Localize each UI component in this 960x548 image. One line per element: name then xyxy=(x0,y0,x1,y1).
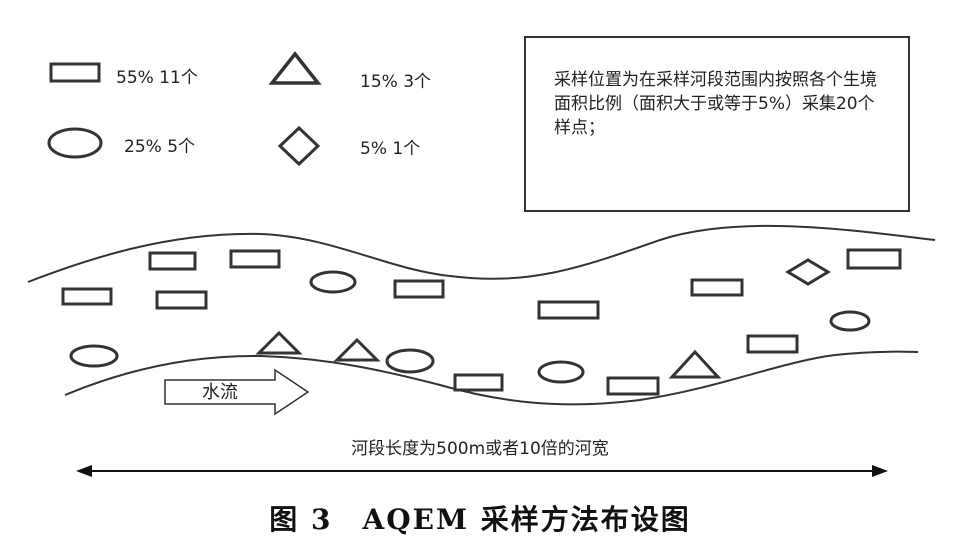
sample-triangle xyxy=(333,337,381,362)
length-label: 河段长度为500m或者10倍的河宽 xyxy=(351,439,609,459)
sample-ellipse xyxy=(537,360,585,384)
legend-diamond-icon xyxy=(277,125,321,167)
sample-rect xyxy=(537,300,600,320)
arrow-icon xyxy=(164,368,310,416)
note-text: 采样位置为在采样河段范围内按照各个生境面积比例（面积大于或等于5%）采集20个样… xyxy=(554,70,877,138)
river-bank-upper xyxy=(27,224,936,283)
sample-ellipse xyxy=(309,270,357,294)
river-bank-lower xyxy=(64,350,919,406)
flow-label: 水流 xyxy=(202,382,238,403)
figure-caption: 图 3 AQEM 采样方法布设图 xyxy=(269,503,691,536)
legend-rect-icon xyxy=(49,62,101,83)
length-arrowhead-right xyxy=(872,465,888,477)
sample-ellipse xyxy=(385,348,435,374)
river-ellipse-samples xyxy=(69,270,871,384)
legend-diamond-label: 5% 1个 xyxy=(360,139,421,159)
legend-triangle-icon xyxy=(268,51,322,85)
river-rect-samples xyxy=(61,248,902,396)
legend-ellipse-label: 25% 5个 xyxy=(124,137,196,157)
legend-ellipse-icon xyxy=(47,127,103,159)
sample-diamond xyxy=(785,258,831,286)
legend-rect-label: 55% 11个 xyxy=(116,68,198,88)
sample-rect xyxy=(148,251,197,271)
sample-ellipse xyxy=(69,344,119,368)
legend-triangle-label: 15% 3个 xyxy=(360,72,432,92)
sample-rect xyxy=(606,376,660,396)
sample-rect xyxy=(453,373,504,392)
note-box: 采样位置为在采样河段范围内按照各个生境面积比例（面积大于或等于5%）采集20个样… xyxy=(524,36,910,212)
river-triangle-samples xyxy=(255,330,722,379)
sample-rect xyxy=(61,287,113,306)
sample-rect xyxy=(846,248,902,270)
sample-triangle xyxy=(255,330,303,355)
sample-rect xyxy=(690,278,744,297)
sample-triangle xyxy=(668,349,722,379)
length-arrowhead-left xyxy=(76,465,92,477)
sample-rect xyxy=(393,279,445,299)
sample-rect xyxy=(229,249,281,269)
sample-ellipse xyxy=(829,310,871,332)
sample-rect xyxy=(746,334,799,354)
sample-rect xyxy=(155,290,208,310)
